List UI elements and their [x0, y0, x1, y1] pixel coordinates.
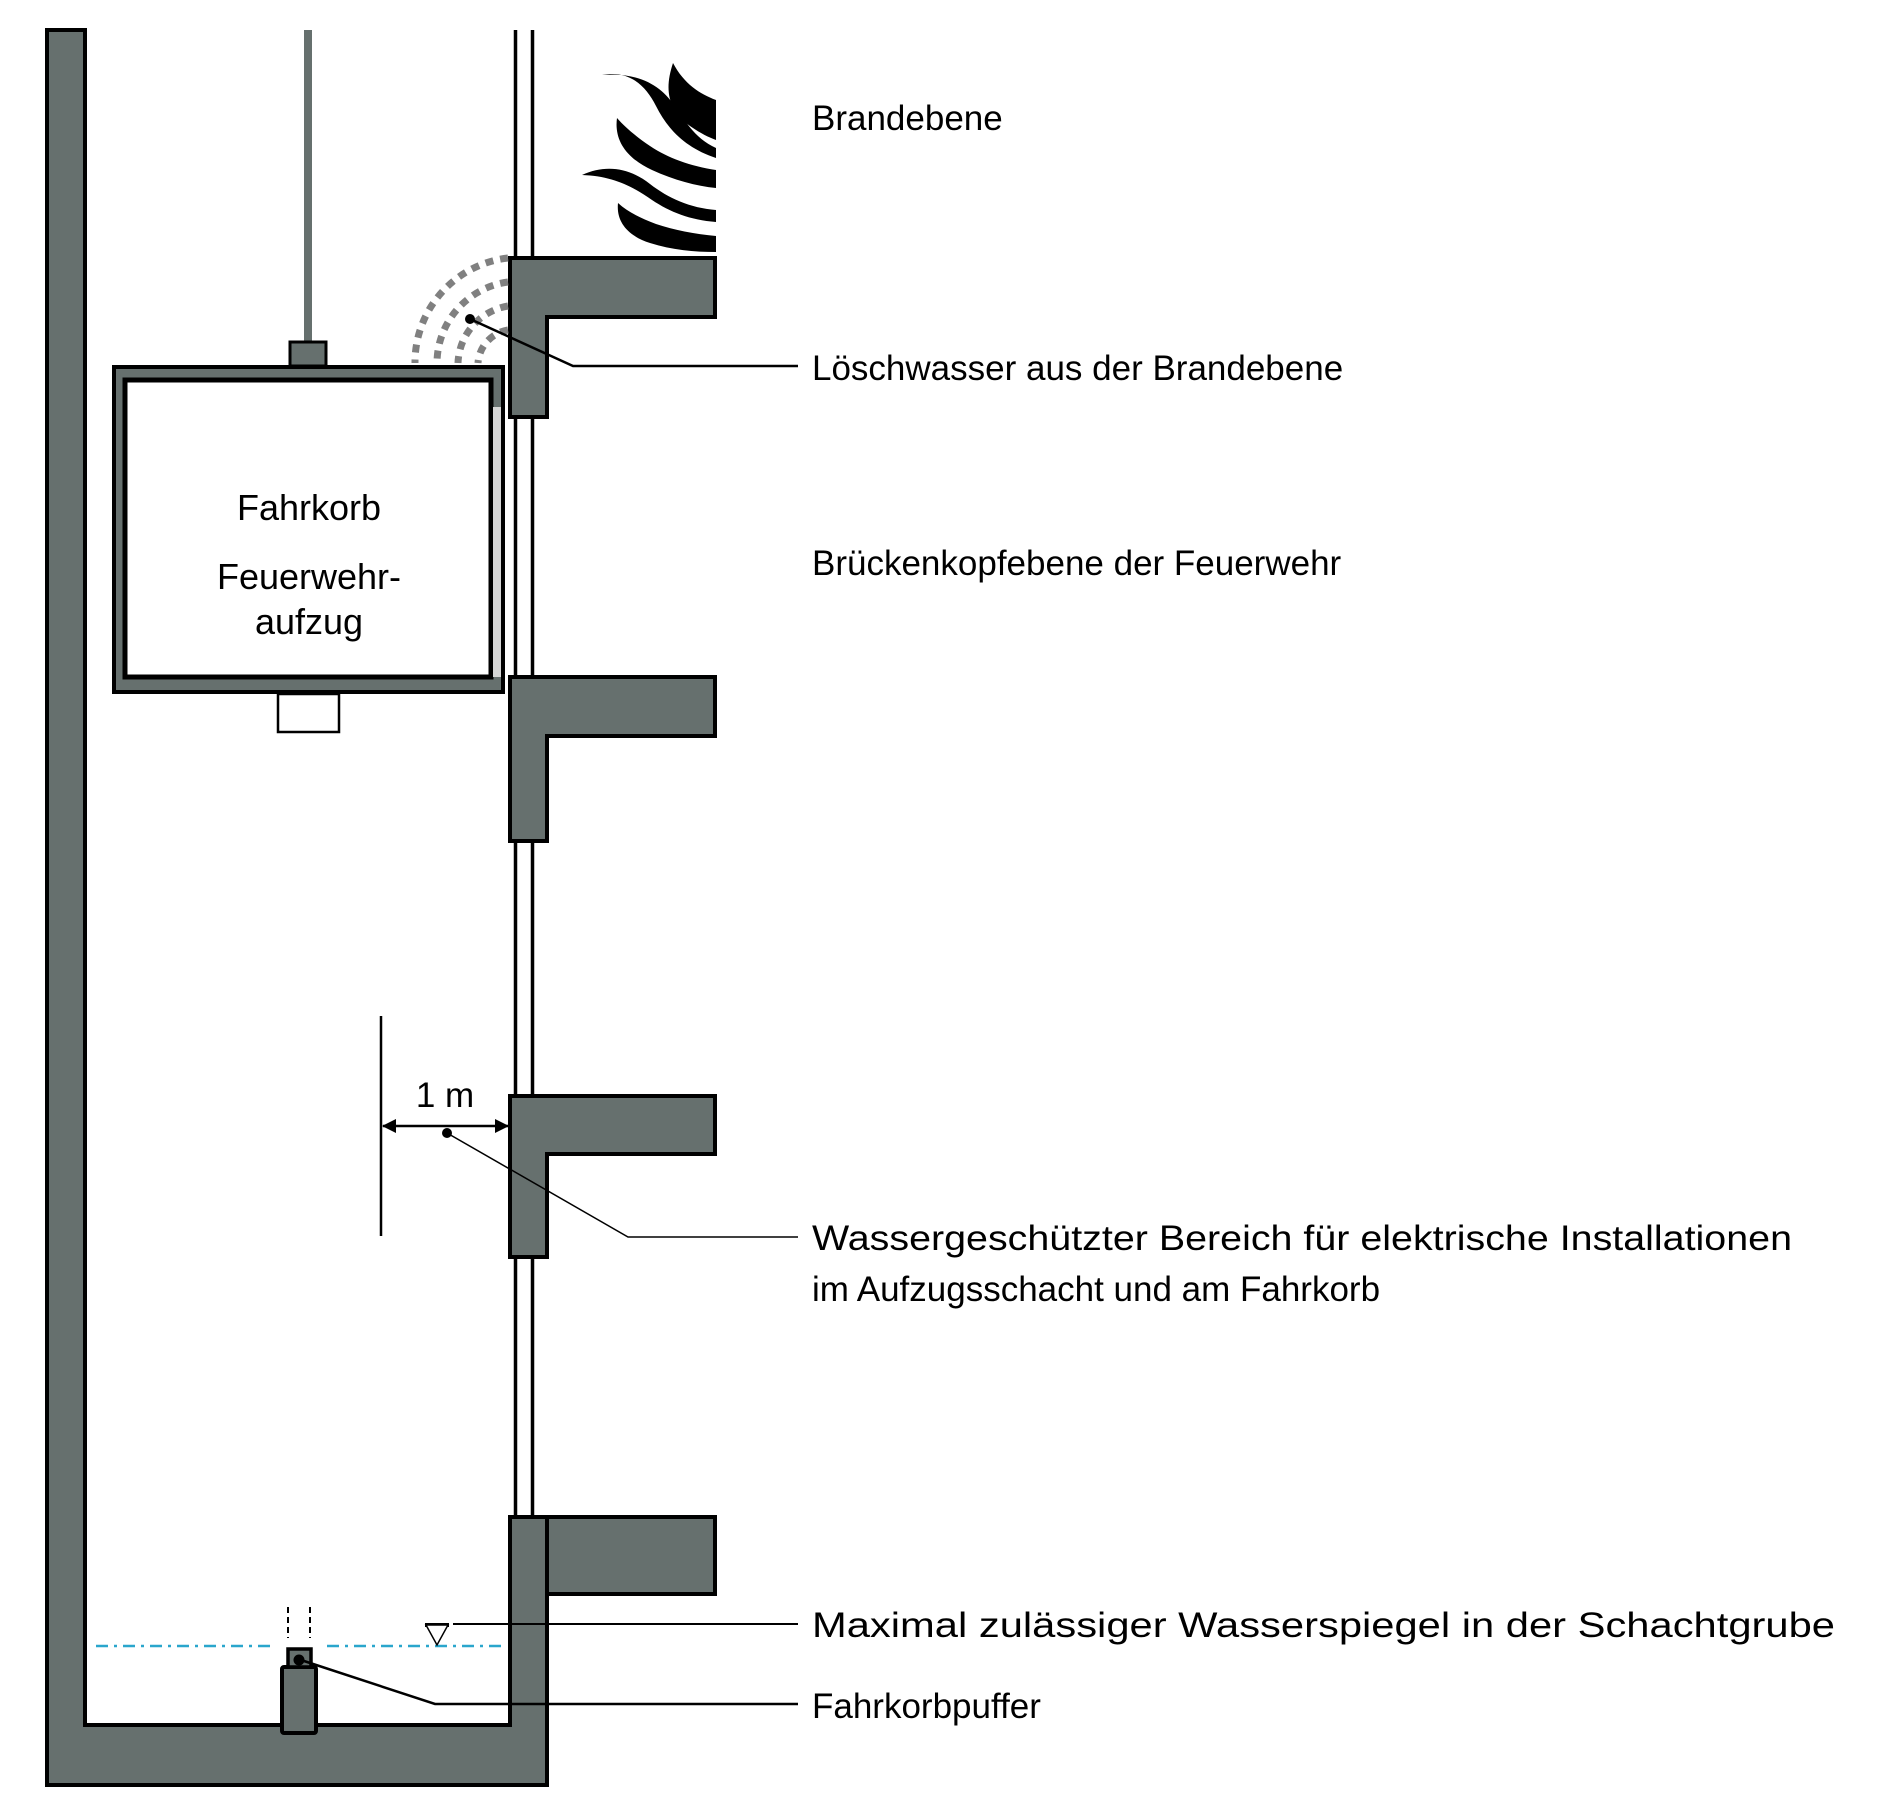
leader-car-buffer: [303, 1659, 798, 1706]
label-protected-zone-line1: Wassergeschützter Bereich für elektrisch…: [812, 1219, 1792, 1258]
elevator-car: Fahrkorb Feuerwehr- aufzug: [112, 365, 505, 734]
dimension-label: 1 m: [416, 1076, 474, 1115]
dimension-1m: 1 m: [379, 1016, 509, 1236]
dimension-arrow-left: [382, 1119, 396, 1133]
car-safety-gear-box: [276, 692, 341, 734]
leader-lines: [303, 314, 798, 1706]
car-label-line2: Feuerwehr-: [217, 556, 401, 597]
floor-slab-3: [508, 1094, 717, 1259]
rope-hitch: [288, 340, 328, 368]
car-buffer: [280, 1647, 318, 1735]
label-max-water-level: Maximal zulässiger Wasserspiegel in der …: [812, 1606, 1835, 1645]
leader-extinguishing-water: [469, 317, 798, 368]
label-bridgehead-level: Brückenkopfebene der Feuerwehr: [812, 544, 1342, 583]
car-door-strip: [493, 407, 501, 677]
buffer-leader-dot: [293, 1654, 305, 1666]
floor-slab-4: [545, 1515, 717, 1596]
suspension-rope: [304, 30, 312, 342]
water-level-triangle-icon: [424, 1623, 450, 1647]
buffer-body: [280, 1665, 318, 1735]
label-car-buffer: Fahrkorbpuffer: [812, 1687, 1041, 1726]
flame-icon: [582, 63, 716, 252]
label-fire-level: Brandebene: [812, 99, 1003, 138]
dimension-arrow-right: [495, 1119, 509, 1133]
buffer-stroke-marks: [287, 1607, 311, 1638]
label-protected-zone-line2: im Aufzugsschacht und am Fahrkorb: [812, 1270, 1380, 1309]
car-label-line3: aufzug: [255, 601, 363, 642]
floor-slab-1: [508, 256, 717, 419]
leader-protected-zone: [446, 1132, 798, 1238]
shaft-front-lines: [513, 30, 535, 1517]
slab-4-cover: [512, 1519, 545, 1599]
floor-slab-2: [508, 675, 717, 843]
car-cabin: [122, 377, 494, 680]
water-spray-icon: [411, 254, 509, 364]
car-label-line1: Fahrkorb: [237, 487, 381, 528]
label-extinguishing-water: Löschwasser aus der Brandebene: [812, 349, 1343, 388]
